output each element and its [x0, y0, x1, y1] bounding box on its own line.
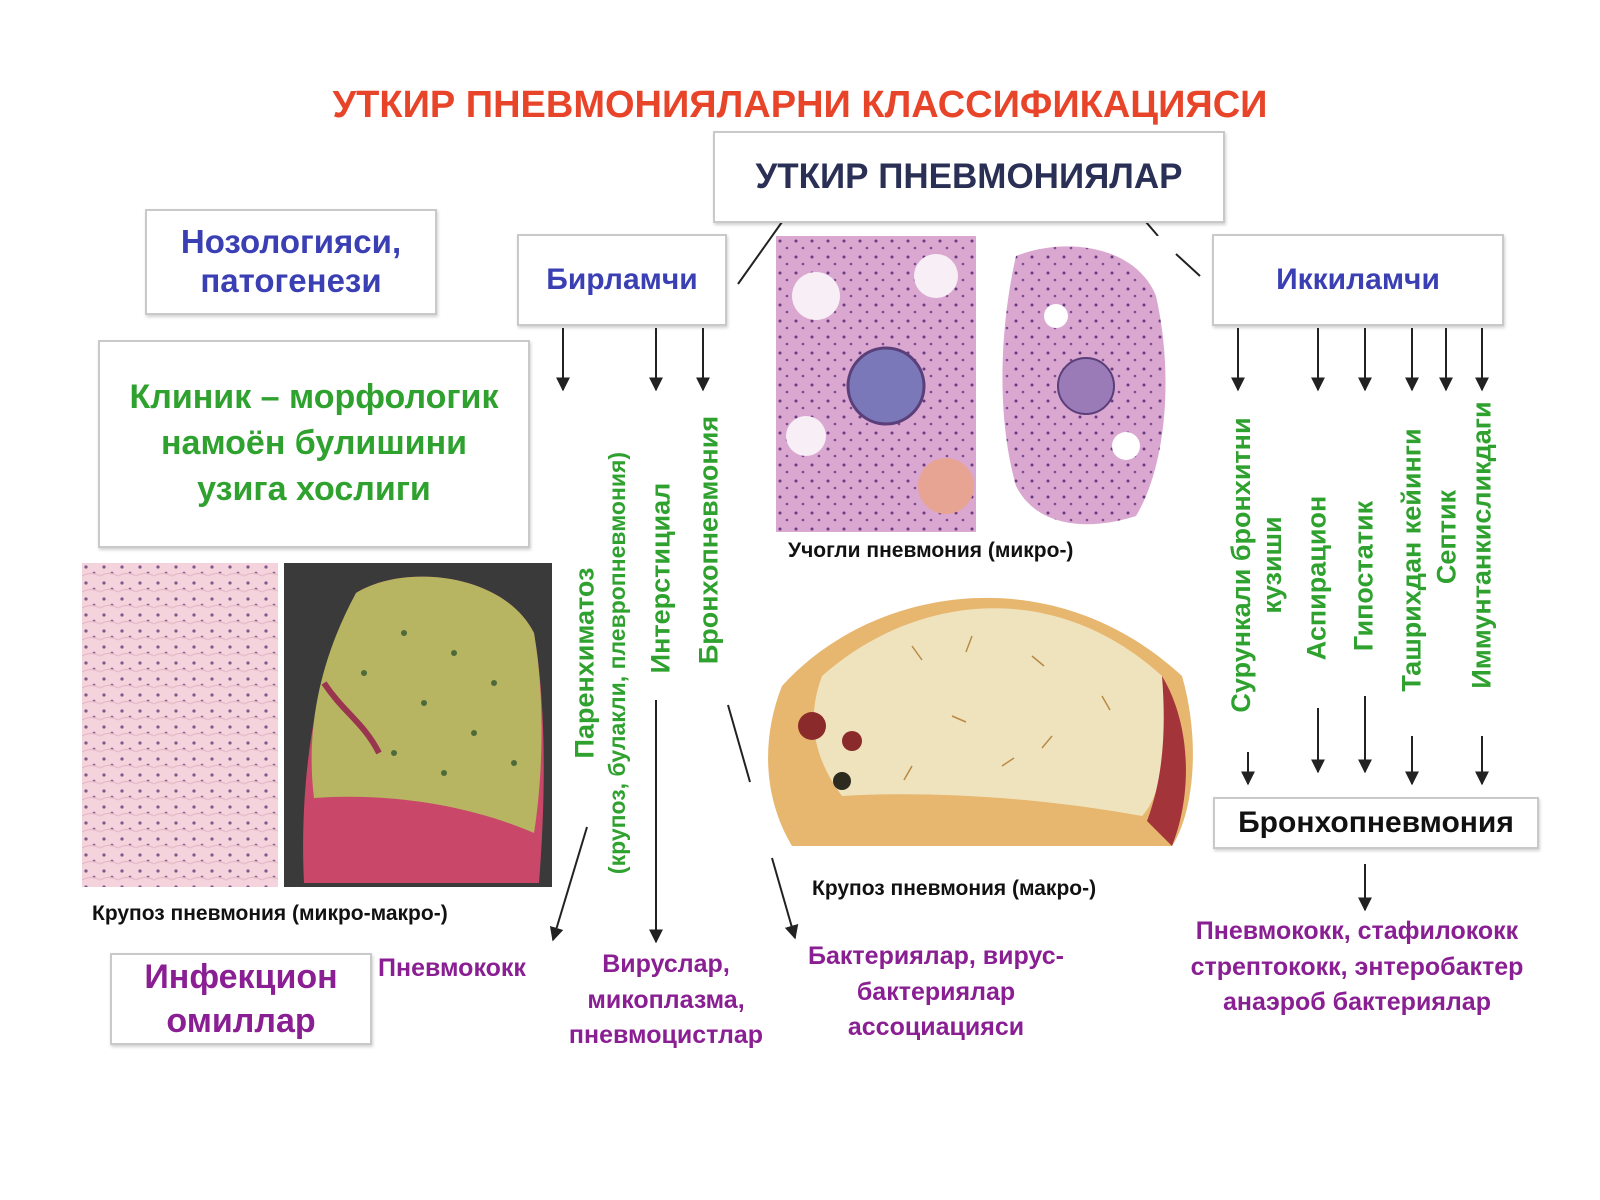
- focal-micro-image-2: [996, 236, 1174, 532]
- root-to-secondary-line-a: [1145, 221, 1159, 237]
- agent-secondary-line-1: Пневмококк, стафилококк: [1195, 917, 1519, 945]
- nosology-box: Нозологияси, патогенези: [145, 209, 437, 315]
- focal-micro-caption: Учогли пневмония (микро-): [788, 539, 1074, 562]
- nosology-line-2: патогенези: [200, 262, 382, 299]
- broncho-to-bacteria-b: [771, 857, 799, 940]
- root-label: УТКИР ПНЕВМОНИЯЛАР: [755, 157, 1183, 197]
- broncho-to-bacteria-a: [727, 704, 751, 783]
- lobar-macro-caption: Крупоз пневмония (макро-): [812, 877, 1097, 900]
- lobar-micro-image: [82, 563, 278, 887]
- parenchymal-to-pneumococcus: [549, 826, 588, 942]
- secondary-label: Иккиламчи: [1276, 263, 1440, 297]
- infectious-line-2: омиллар: [166, 1002, 316, 1040]
- clinical-line-1: Клиник – морфологик: [129, 378, 499, 417]
- agent-pneumococcus: Пневмококк: [378, 954, 526, 982]
- clinical-line-3: узига хослиги: [197, 469, 431, 508]
- root-to-primary-line: [737, 221, 783, 285]
- primary-type-parenchymal: Паренхиматоз: [569, 567, 600, 759]
- secondary-type-hypostatic: Гипостатик: [1348, 500, 1379, 652]
- clinical-box: Клиник – морфологик намоён булишини узиг…: [98, 340, 530, 548]
- agent-viruses-line-3: пневмоцистлар: [568, 1021, 764, 1049]
- agent-secondary: Пневмококк, стафилококк стрептококк, энт…: [1150, 914, 1564, 1021]
- chronic-bronchitis-line-1: Сурункали бронхитни: [1225, 417, 1256, 713]
- primary-box: Бирламчи: [517, 234, 727, 326]
- agent-viruses-line-1: Вируслар,: [602, 950, 730, 978]
- secondary-result-box: Бронхопневмония: [1213, 797, 1539, 849]
- agent-secondary-line-2: стрептококк, энтеробактер: [1190, 952, 1524, 981]
- primary-type-broncho: Бронхопневмония: [693, 415, 724, 665]
- secondary-type-post-surgical: Ташрихдан кейинги: [1396, 428, 1427, 692]
- focal-micro-image-1: [776, 236, 976, 532]
- agent-bacteria-line-1: Бактериялар, вирус-: [808, 942, 1064, 970]
- agent-bacteria-line-2: бактериялар: [856, 977, 1016, 1006]
- primary-type-interstitial: Интерстициал: [645, 482, 676, 674]
- secondary-type-septic: Септик: [1431, 489, 1462, 585]
- secondary-box: Иккиламчи: [1212, 234, 1504, 326]
- lobar-micro-macro-caption: Крупоз пневмония (микро-макро-): [92, 902, 448, 925]
- agent-bacteria-line-3: ассоциацияси: [847, 1013, 1025, 1041]
- agent-viruses-line-2: микоплазма,: [587, 985, 745, 1014]
- clinical-line-2: намоён булишини: [161, 424, 467, 463]
- agent-bacteria: Бактериялар, вирус- бактериялар ассоциац…: [786, 939, 1086, 1046]
- infectious-line-1: Инфекцион: [144, 957, 338, 996]
- chronic-bronchitis-line-2: кузиши: [1257, 516, 1287, 614]
- secondary-result-label: Бронхопневмония: [1238, 806, 1514, 840]
- secondary-type-chronic-bronchitis: Сурункали бронхитни кузиши: [1226, 417, 1288, 712]
- main-title: УТКИР ПНЕВМОНИЯЛАРНИ КЛАССИФИКАЦИЯСИ: [332, 84, 1268, 126]
- root-to-secondary-line-b: [1175, 253, 1201, 277]
- infectious-box: Инфекцион омиллар: [110, 953, 372, 1045]
- lobar-macro-image: [752, 566, 1212, 852]
- lobar-macro-lung-image: [284, 563, 552, 887]
- primary-type-parenchymal-sub: (крупоз, булакли, плевропневмония): [603, 451, 630, 875]
- secondary-type-aspiration: Аспирацион: [1301, 495, 1332, 661]
- secondary-type-immunodeficiency: Иммунтанкисликдаги: [1466, 401, 1497, 689]
- root-box: УТКИР ПНЕВМОНИЯЛАР: [713, 131, 1225, 223]
- nosology-line-1: Нозологияси,: [180, 223, 402, 261]
- agent-secondary-line-3: анаэроб бактериялар: [1223, 988, 1491, 1016]
- primary-label: Бирламчи: [546, 263, 698, 297]
- agent-viruses: Вируслар, микоплазма, пневмоцистлар: [548, 947, 784, 1054]
